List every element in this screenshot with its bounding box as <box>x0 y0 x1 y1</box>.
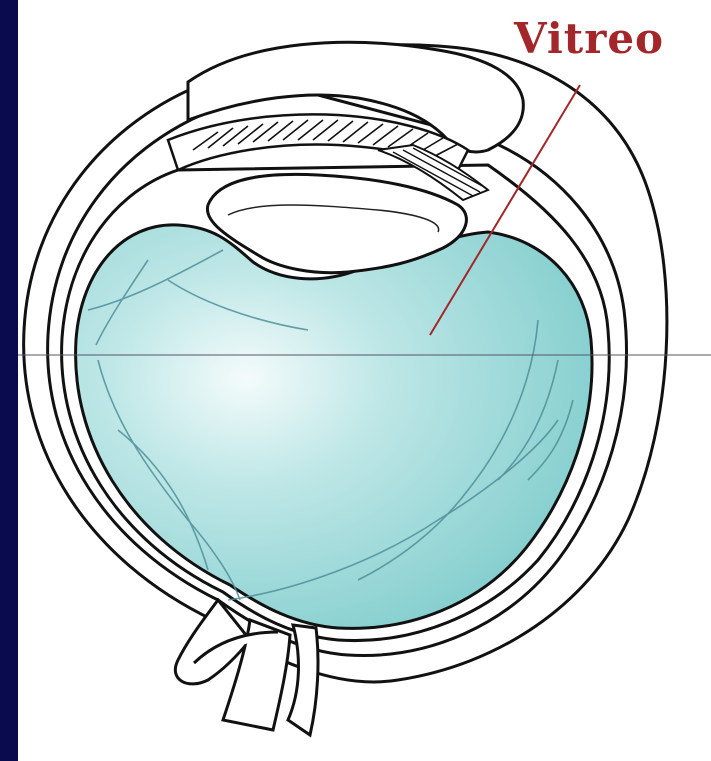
vitreo-label: Vitreo <box>514 18 664 60</box>
eye-cross-section-diagram <box>18 0 711 761</box>
diagram-canvas: Vitreo <box>18 0 711 761</box>
